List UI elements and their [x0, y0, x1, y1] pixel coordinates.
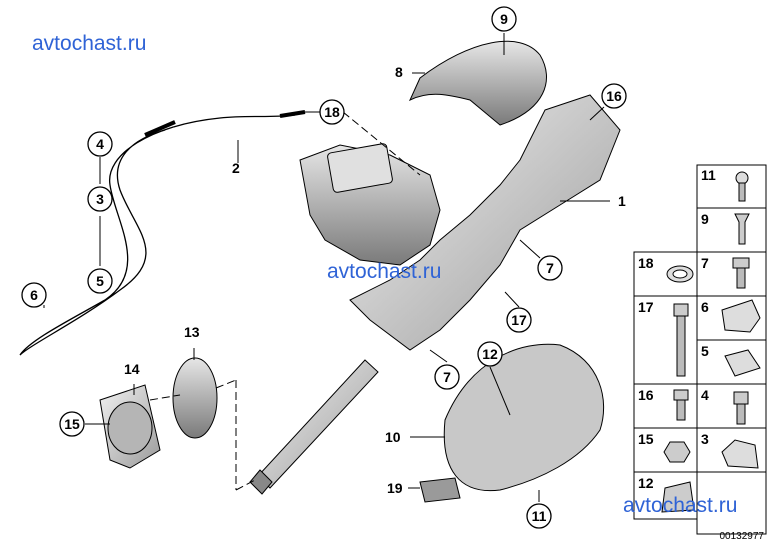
callout-18: 18	[319, 99, 345, 125]
svg-text:16: 16	[606, 88, 622, 104]
label-1: 1	[618, 193, 626, 209]
svg-text:6: 6	[30, 287, 38, 303]
foam-pad	[419, 477, 461, 503]
label-13: 13	[184, 324, 200, 340]
legend-num-7: 7	[701, 255, 709, 271]
shaft-spline-end	[249, 469, 273, 495]
callout-7a: 7	[537, 255, 563, 281]
callout-15: 15	[59, 411, 85, 437]
callout-17: 17	[506, 307, 532, 333]
diagram-reference-code: 00132977	[719, 531, 765, 542]
callout-16: 16	[601, 83, 627, 109]
control-module	[327, 143, 393, 193]
cable-end-fitting	[144, 120, 176, 137]
legend-num-17: 17	[638, 299, 654, 315]
legend-num-3: 3	[701, 431, 709, 447]
legend-num-12: 12	[638, 475, 654, 491]
legend-num-16: 16	[638, 387, 654, 403]
watermark-center: avtochast.ru	[327, 260, 442, 283]
steering-column-assembly	[349, 94, 621, 351]
legend-num-18: 18	[638, 255, 654, 271]
legend-num-4: 4	[701, 387, 709, 403]
label-19: 19	[387, 480, 403, 496]
callout-3: 3	[87, 186, 113, 212]
svg-text:9: 9	[500, 11, 508, 27]
svg-text:11: 11	[532, 508, 547, 524]
watermark-top-left: avtochast.ru	[32, 32, 147, 55]
label-10: 10	[385, 429, 401, 445]
svg-text:18: 18	[324, 104, 340, 120]
legend-num-9: 9	[701, 211, 709, 227]
legend-part-icons	[661, 171, 761, 513]
callout-11: 11	[526, 503, 552, 529]
bowden-cable	[19, 114, 296, 356]
grommet	[172, 357, 218, 439]
svg-text:7: 7	[443, 369, 451, 385]
cable-end-fitting-2	[279, 110, 306, 118]
svg-text:17: 17	[511, 312, 527, 328]
callout-6: 6	[21, 282, 47, 308]
legend-num-6: 6	[701, 299, 709, 315]
legend-num-15: 15	[638, 431, 654, 447]
svg-text:15: 15	[64, 416, 80, 432]
steering-shaft	[257, 359, 379, 489]
parts-legend-table	[633, 164, 767, 535]
callout-12: 12	[477, 341, 503, 367]
svg-text:5: 5	[96, 273, 104, 289]
callout-7b: 7	[434, 364, 460, 390]
svg-text:7: 7	[546, 260, 554, 276]
legend-num-5: 5	[701, 343, 709, 359]
svg-text:3: 3	[96, 191, 104, 207]
lower-column-trim	[443, 343, 605, 492]
callout-5: 5	[87, 268, 113, 294]
boot-seal	[107, 401, 153, 455]
leader-lines	[43, 33, 610, 502]
upper-column-cover	[408, 40, 547, 126]
legend-num-11: 11	[701, 167, 716, 183]
svg-text:4: 4	[96, 136, 104, 152]
callout-9: 9	[491, 6, 517, 32]
label-8: 8	[395, 64, 403, 80]
watermark-bottom-right: avtochast.ru	[623, 494, 738, 517]
label-2: 2	[232, 160, 240, 176]
label-14: 14	[124, 361, 140, 377]
callout-4: 4	[87, 131, 113, 157]
svg-text:12: 12	[482, 346, 498, 362]
